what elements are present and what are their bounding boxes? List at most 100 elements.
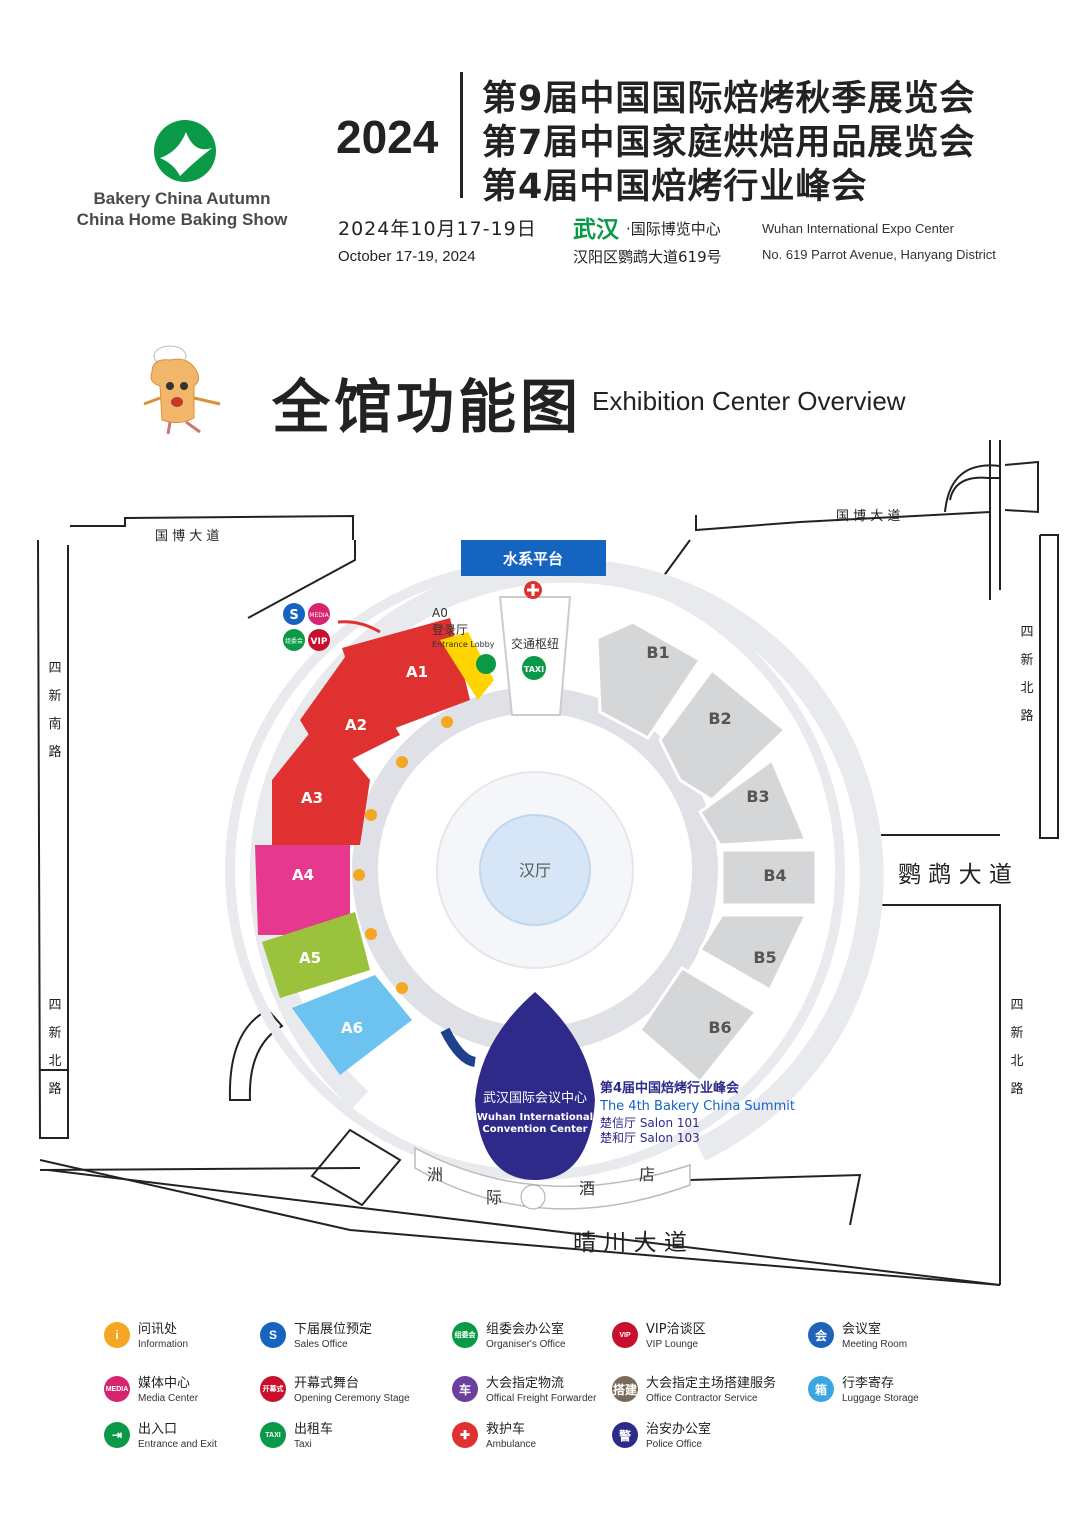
hall-A3-label: A3 — [301, 789, 323, 807]
page-title-en: Exhibition Center Overview — [592, 386, 906, 416]
road-sixin-north-right-bottom-1: 四 — [1010, 998, 1023, 1013]
information-icons — [353, 716, 453, 994]
hall-A6 — [292, 975, 412, 1075]
salon-103: 楚和厅 Salon 103 — [600, 1131, 700, 1145]
road-sixin-south-2: 新 — [48, 688, 61, 704]
hotel-char-4: 店 — [639, 1165, 655, 1184]
convention-arrow-icon — [440, 1027, 477, 1067]
media-center-icon-label: MEDIA — [309, 612, 329, 619]
road-sixin-north-left-4: 路 — [48, 1081, 61, 1097]
road-outlines — [37, 440, 1059, 1286]
legend-label-cn: 大会指定主场搭建服务 — [646, 1376, 777, 1391]
convention-center-en-2: Convention Center — [482, 1124, 587, 1135]
legend-icon: 警 — [612, 1422, 638, 1448]
hall-A1-label: A1 — [406, 663, 428, 681]
hall-B6 — [638, 965, 759, 1085]
logo-line-2: China Home Baking Show — [76, 210, 288, 229]
legend-label-en: Media Center — [138, 1393, 199, 1404]
hall-B6-label: B6 — [708, 1018, 731, 1037]
road-sixin-south-4: 路 — [48, 744, 61, 760]
event-date-en: October 17-19, 2024 — [338, 248, 476, 265]
event-title-1: 第9届中国国际焙烤秋季展览会 — [482, 79, 976, 119]
convention-center-cn: 武汉国际会议中心 — [483, 1091, 587, 1106]
road-sixin-north-right-top-3: 北 — [1020, 681, 1033, 696]
legend-icon: ✚ — [452, 1422, 478, 1448]
hall-B1-label: B1 — [646, 643, 669, 662]
b-halls — [595, 620, 818, 1085]
road-sixin-north-right-bottom-2: 新 — [1010, 1025, 1023, 1041]
legend-icon: S — [260, 1322, 286, 1348]
salon-101: 楚信厅 Salon 101 — [600, 1116, 700, 1130]
organiser-office-icon — [283, 629, 305, 651]
venue-name-cn: ·国际博览中心 — [626, 220, 721, 238]
legend-icon: TAXI — [260, 1422, 286, 1448]
legend-label-en: Opening Ceremony Stage — [294, 1393, 410, 1404]
legend-label-en: Taxi — [294, 1439, 312, 1450]
summit-title-cn: 第4届中国焙烤行业峰会 — [600, 1080, 740, 1096]
legend-icon: ⇥ — [104, 1422, 130, 1448]
legend-label-en: Ambulance — [486, 1439, 537, 1450]
venue-address-en: No. 619 Parrot Avenue, Hanyang District — [762, 247, 996, 262]
venue-map: 汉厅 B1 B2 B3 B4 B5 B6 A1 A2 A3 A4 A5 A6 交… — [37, 440, 1059, 1286]
road-sixin-north-right-top-2: 新 — [1020, 652, 1033, 668]
hall-A2-label: A2 — [345, 716, 367, 734]
sales-office-icon — [283, 603, 305, 625]
hall-A4 — [255, 845, 350, 935]
taxi-icon — [522, 656, 546, 680]
media-center-icon — [308, 603, 330, 625]
legend-icon: 开幕式 — [260, 1376, 286, 1402]
entrance-lobby-en: Entrance Lobby — [432, 640, 495, 649]
road-sixin-north-left-1: 四 — [48, 998, 61, 1013]
road-sixin-north-right-bottom-3: 北 — [1010, 1054, 1023, 1069]
legend-label-en: Office Contractor Service — [646, 1393, 758, 1404]
legend-label-cn: 治安办公室 — [646, 1422, 712, 1437]
logo-line-1: Bakery China Autumn — [93, 189, 271, 208]
legend-label-en: Organiser's Office — [486, 1339, 566, 1350]
hall-B3 — [698, 757, 809, 847]
transport-hub-label: 交通枢纽 — [511, 636, 559, 651]
organiser-office-icon-label: 组委会 — [285, 637, 303, 645]
legend-icon: 车 — [452, 1376, 478, 1402]
legend-icon: i — [104, 1322, 130, 1348]
hall-B1 — [595, 620, 703, 740]
road-sixin-north-right-bottom-4: 路 — [1010, 1081, 1023, 1097]
taxi-icon-label: TAXI — [524, 665, 544, 674]
legend-label-cn: 组委会办公室 — [486, 1322, 565, 1337]
hall-A3 — [272, 720, 370, 845]
summit-title-en: The 4th Bakery China Summit — [599, 1099, 795, 1114]
road-sixin-south-3: 南 — [48, 716, 61, 732]
legend-icon: 组委会 — [452, 1322, 478, 1348]
hall-B5 — [697, 913, 809, 993]
legend-label-cn: 会议室 — [842, 1322, 882, 1337]
entrance-lobby-area — [440, 632, 494, 700]
road-sixin-north-right-top-1: 四 — [1020, 625, 1033, 640]
hall-A5 — [262, 912, 370, 998]
water-platform-label: 水系平台 — [503, 550, 563, 568]
legend-label-en: Information — [138, 1339, 189, 1350]
page-title-cn: 全馆功能图 — [272, 373, 583, 441]
legend-icon: 搭建 — [612, 1376, 638, 1402]
legend-label-en: Offical Freight Forwarder — [486, 1393, 597, 1404]
entrance-exit-icon — [476, 654, 496, 674]
legend-label-cn: 出租车 — [294, 1422, 334, 1437]
event-title-3: 第4届中国焙烤行业峰会 — [482, 167, 868, 207]
convention-center-en-1: Wuhan International — [477, 1112, 593, 1123]
hall-B4-label: B4 — [763, 866, 786, 885]
hotel-char-2: 际 — [486, 1188, 502, 1207]
road-guobo-left: 国 博 大 道 — [155, 529, 219, 544]
road-sixin-north-left-2: 新 — [48, 1025, 61, 1041]
legend-label-en: Police Office — [646, 1439, 702, 1450]
road-guobo-right: 国 博 大 道 — [836, 509, 900, 524]
venue-name-en: Wuhan International Expo Center — [762, 221, 954, 236]
legend-icon: 箱 — [808, 1376, 834, 1402]
venue-address-cn: 汉阳区鹦鹉大道619号 — [573, 248, 722, 266]
hall-B5-label: B5 — [753, 948, 776, 967]
legend-icon: 会 — [808, 1322, 834, 1348]
direction-arrow-icon — [337, 620, 381, 634]
header-divider — [460, 72, 463, 198]
